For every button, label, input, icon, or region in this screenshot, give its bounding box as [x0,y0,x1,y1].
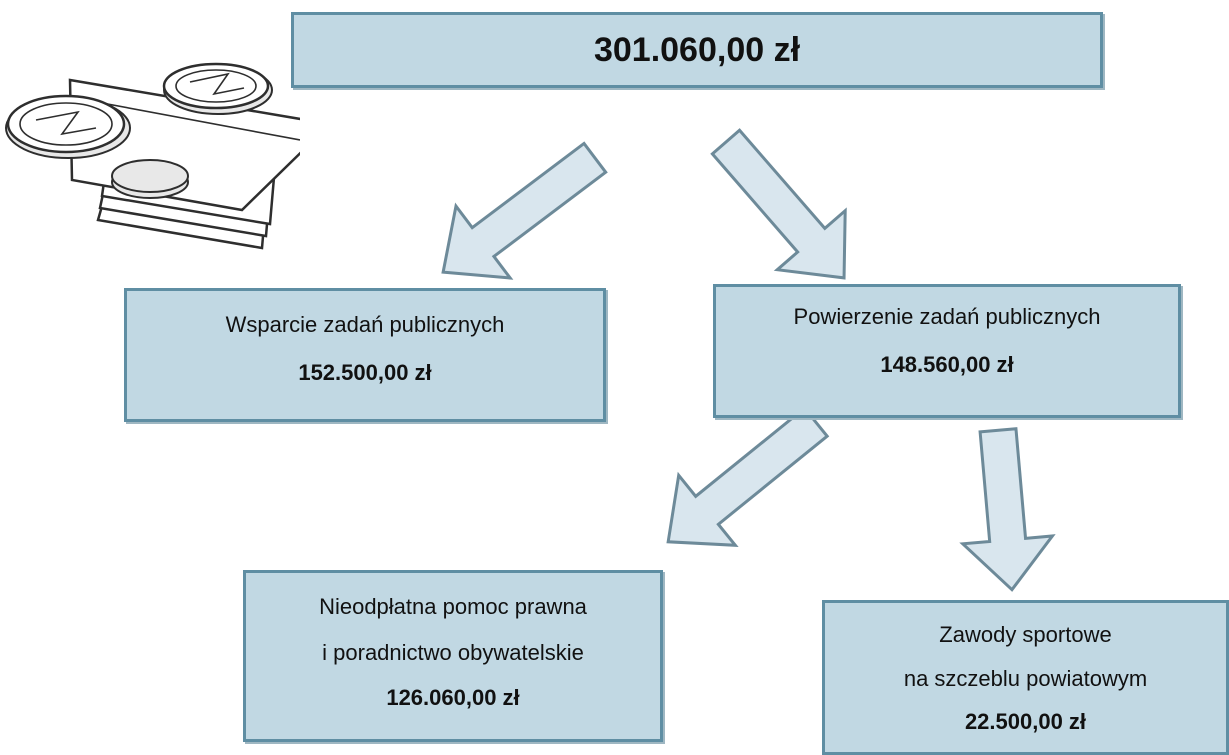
wsparcie-amount: 152.500,00 zł [298,359,432,385]
powierzenie-amount: 148.560,00 zł [880,351,1014,377]
arrow-total-to-powierzenie [710,128,847,280]
zawody-line-1: Zawody sportowe [939,622,1112,647]
arrow-powierzenie-to-pomoc [666,406,830,547]
zawody-amount: 22.500,00 zł [964,709,1087,734]
total-amount-box: 301.060,00 zł [291,12,1103,88]
zawody-line-2: na szczeblu powiatowym [903,665,1148,691]
arrow-powierzenie-to-zawody [959,427,1056,592]
pomoc-line-2: i poradnictwo obywatelskie [322,639,584,665]
wsparcie-box: Wsparcie zadań publicznych 152.500,00 zł [124,288,606,422]
pomoc-prawna-box: Nieodpłatna pomoc prawna i poradnictwo o… [243,570,663,742]
zawody-sportowe-box: Zawody sportowe na szczeblu powiatowym 2… [822,600,1229,755]
arrow-total-to-wsparcie [441,141,608,280]
total-amount: 301.060,00 zł [593,30,801,69]
pomoc-amount: 126.060,00 zł [386,685,520,710]
pomoc-line-1: Nieodpłatna pomoc prawna [319,594,587,619]
powierzenie-box: Powierzenie zadań publicznych 148.560,00… [713,284,1181,418]
wsparcie-title: Wsparcie zadań publicznych [225,312,505,337]
money-coins-banknotes-icon [5,62,300,250]
powierzenie-title: Powierzenie zadań publicznych [793,304,1101,329]
